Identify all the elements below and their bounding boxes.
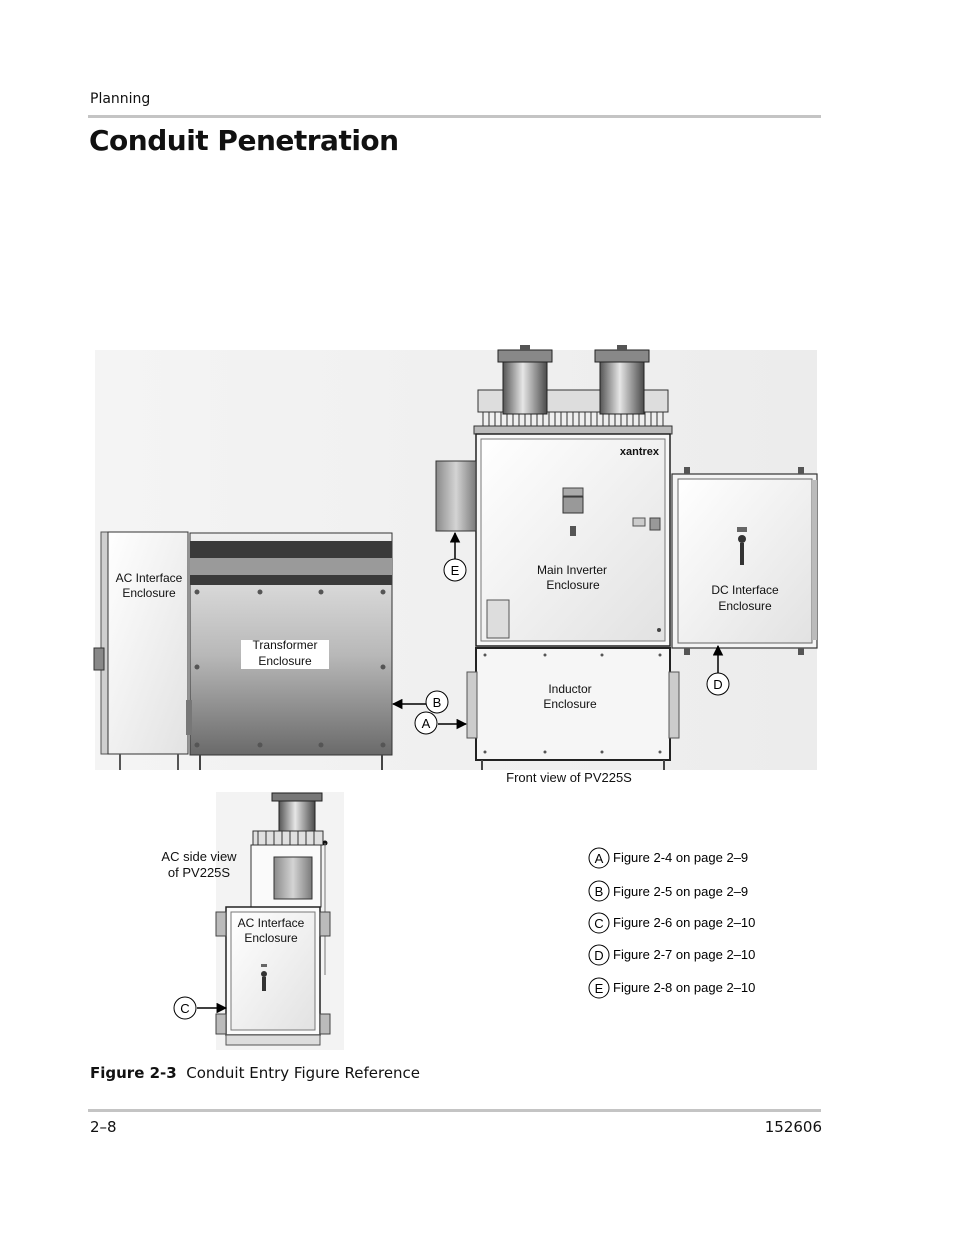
side-view-label-1: AC side view [161,849,237,864]
xantrex-logo: xantrex [620,446,660,458]
figure-caption-label: Figure 2-3 [90,1064,177,1082]
front-view-label: Front view of PV225S [506,770,632,785]
transformer-label-2: Enclosure [258,654,312,668]
legend-letter-a: A [595,851,604,866]
ac-interface-enclosure [93,531,189,770]
dc-interface-enclosure [671,467,818,655]
header-rule [88,115,821,118]
page-title: Conduit Penetration [89,124,399,157]
inductor-label-2: Enclosure [543,697,597,711]
callout-d-letter: D [713,677,722,692]
legend-text-c: Figure 2-6 on page 2–10 [613,915,755,930]
legend-item-b: B Figure 2-5 on page 2–9 [588,880,748,902]
callout-b: B [391,690,449,714]
legend-text-d: Figure 2-7 on page 2–10 [613,947,755,962]
side-ac-interface-label-2: Enclosure [244,931,298,945]
main-inverter-enclosure [435,433,671,647]
main-inverter-label-1: Main Inverter [537,563,607,577]
transformer-enclosure [186,532,393,770]
callout-c: C [173,996,228,1020]
legend-text-b: Figure 2-5 on page 2–9 [613,884,748,899]
legend-letter-d: D [594,948,603,963]
side-view-unit [215,792,331,1046]
callout-a-letter: A [422,716,431,731]
ac-interface-label-1: AC Interface [116,571,183,585]
callout-d: D [706,644,730,696]
callout-e-letter: E [451,563,460,578]
callout-e: E [443,531,467,582]
cooling-fan-right [594,345,650,415]
side-ac-interface-label-1: AC Interface [238,916,305,930]
inductor-label-1: Inductor [548,682,591,696]
figure-caption-text: Conduit Entry Figure Reference [186,1064,421,1082]
footer-rule [88,1109,821,1112]
document-number: 152606 [764,1118,822,1136]
legend-item-e: E Figure 2-8 on page 2–10 [588,977,755,999]
callout-a: A [414,711,468,735]
page-number: 2–8 [90,1118,117,1136]
running-header: Planning [90,91,151,107]
legend-text-a: Figure 2-4 on page 2–9 [613,850,748,865]
figure-caption: Figure 2-3 Conduit Entry Figure Referenc… [90,1064,420,1082]
figure-legend: A Figure 2-4 on page 2–9 B Figure 2-5 on… [588,847,755,999]
inductor-enclosure [466,647,680,770]
legend-letter-e: E [595,981,604,996]
legend-item-d: D Figure 2-7 on page 2–10 [588,944,755,966]
side-view-label-2: of PV225S [168,865,230,880]
dc-interface-label-1: DC Interface [711,583,779,597]
callout-c-letter: C [180,1001,189,1016]
legend-letter-c: C [594,916,603,931]
legend-letter-b: B [595,884,604,899]
callout-b-letter: B [433,695,442,710]
legend-item-a: A Figure 2-4 on page 2–9 [588,847,748,869]
legend-text-e: Figure 2-8 on page 2–10 [613,980,755,995]
cooling-fan-left [497,345,553,415]
ac-interface-label-2: Enclosure [122,586,176,600]
dc-interface-label-2: Enclosure [718,599,772,613]
main-inverter-label-2: Enclosure [546,578,600,592]
legend-item-c: C Figure 2-6 on page 2–10 [588,912,755,934]
transformer-label-1: Transformer [253,638,318,652]
